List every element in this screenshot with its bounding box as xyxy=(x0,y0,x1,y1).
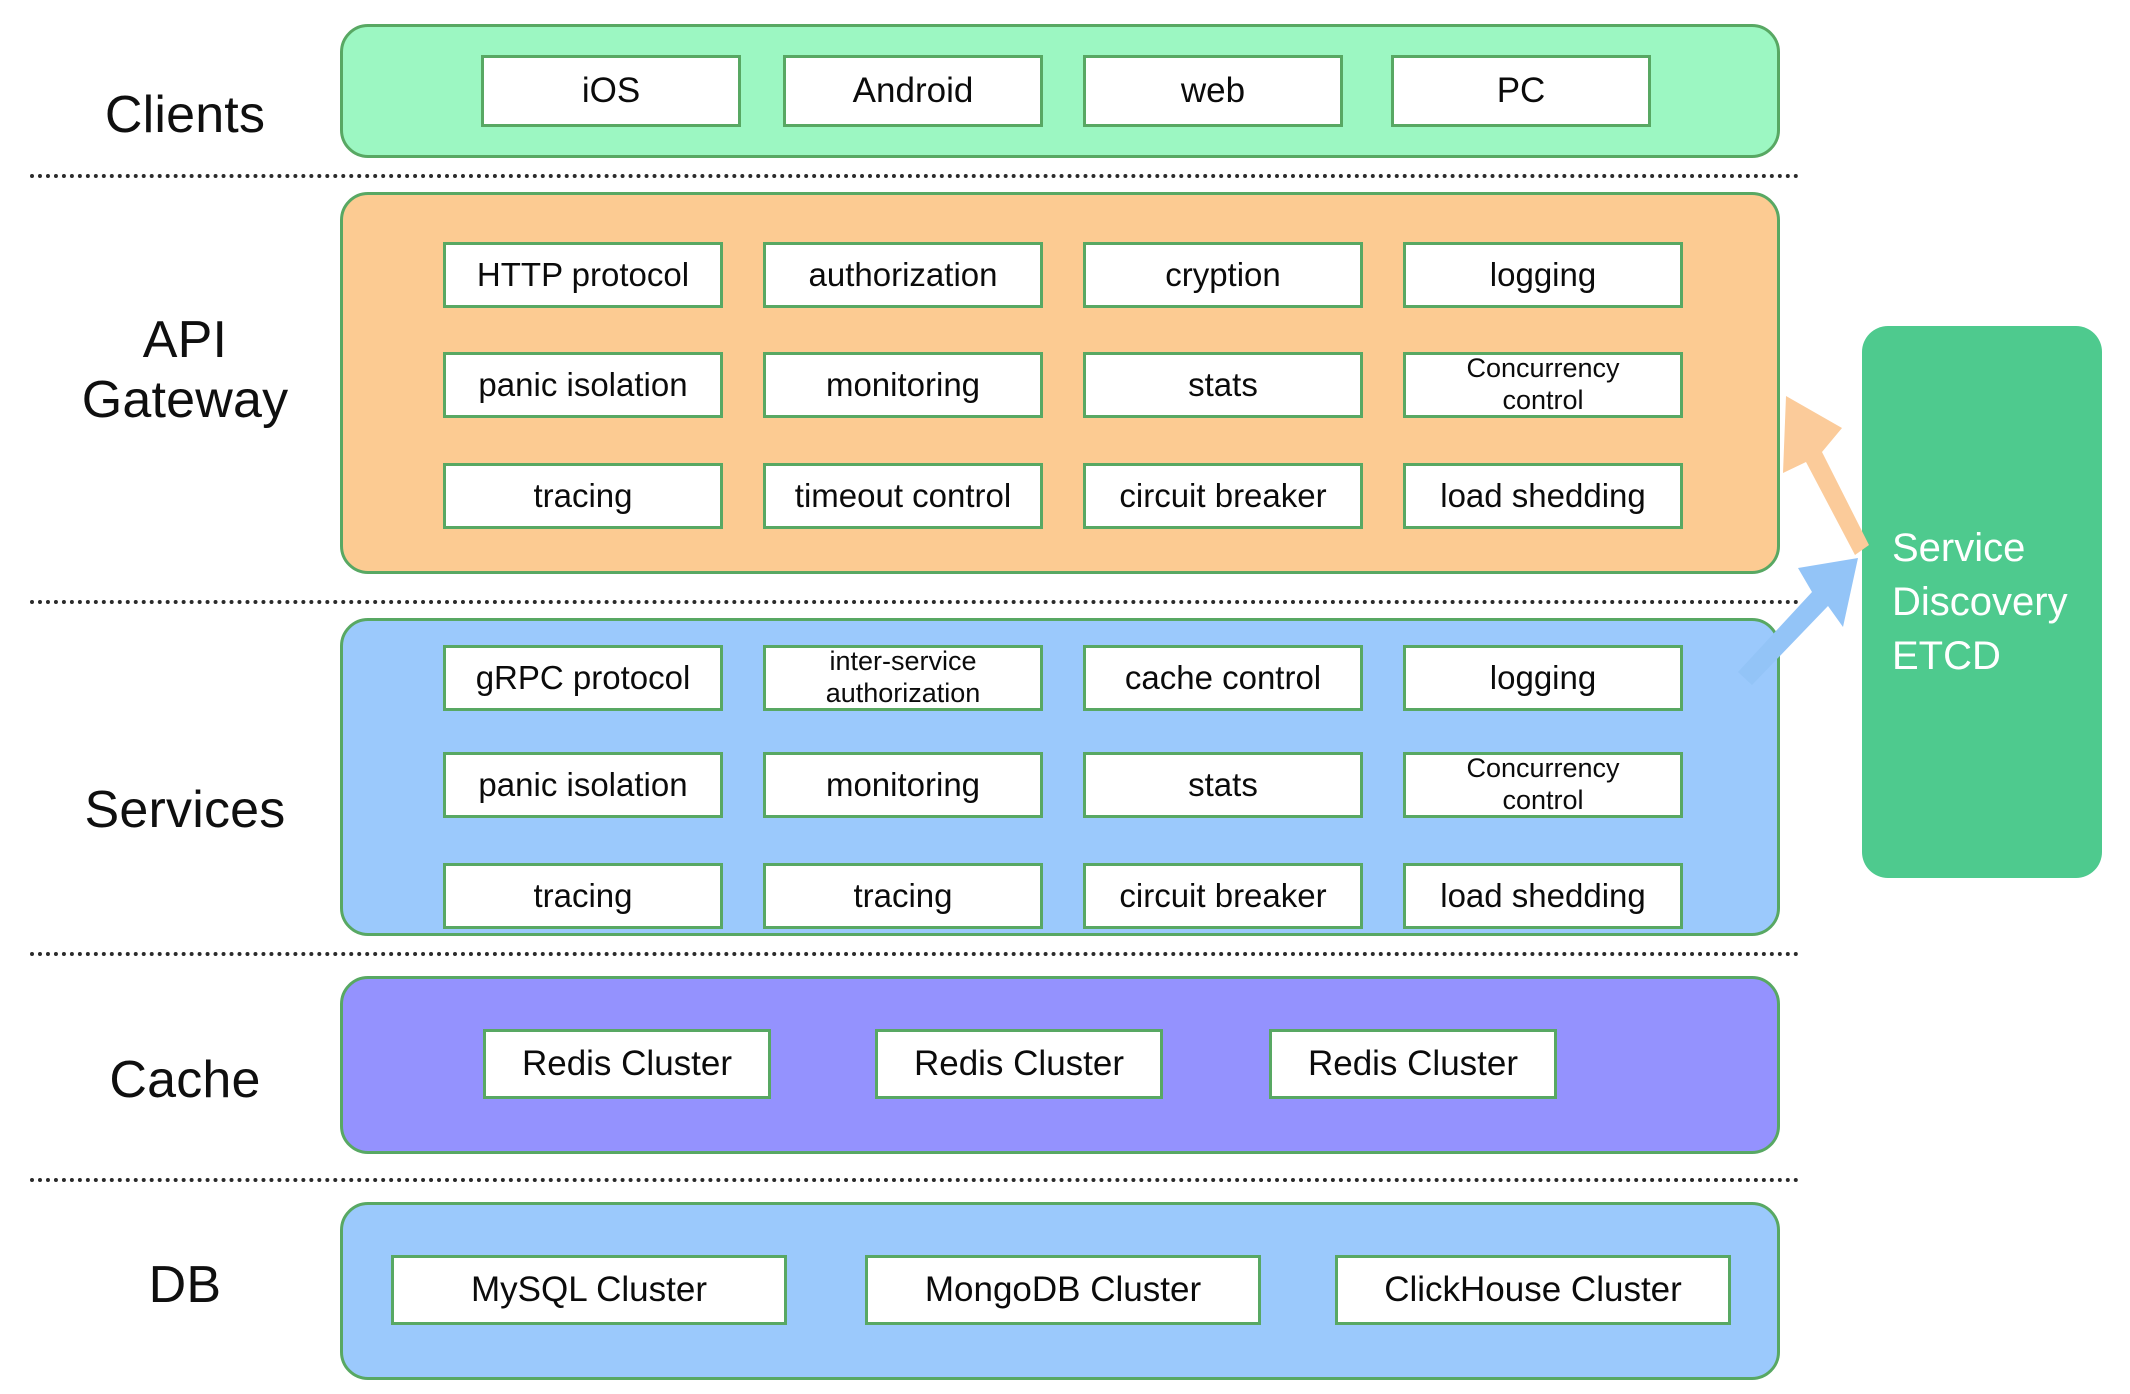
divider-gateway-services xyxy=(30,600,1800,604)
service-discovery-label: Service Discovery ETCD xyxy=(1892,526,2068,678)
db-box-mysql-cluster[interactable]: MySQL Cluster xyxy=(391,1255,787,1325)
divider-services-cache xyxy=(30,952,1800,956)
services-box-stats[interactable]: stats xyxy=(1083,752,1363,818)
gateway-box-load-shedding[interactable]: load shedding xyxy=(1403,463,1683,529)
gateway-box-concurrency-control[interactable]: Concurrency control xyxy=(1403,352,1683,418)
arrow-gateway-to-etcd-icon xyxy=(1783,396,1869,555)
db-box-clickhouse-cluster[interactable]: ClickHouse Cluster xyxy=(1335,1255,1731,1325)
services-box-circuit-breaker[interactable]: circuit breaker xyxy=(1083,863,1363,929)
client-box-android[interactable]: Android xyxy=(783,55,1043,127)
divider-clients-gateway xyxy=(30,174,1800,178)
tier-label-services: Services xyxy=(84,781,286,839)
services-box-inter-service-authorization[interactable]: inter-service authorization xyxy=(763,645,1043,711)
panel-services: gRPC protocol inter-service authorizatio… xyxy=(340,618,1780,936)
tier-label-api-gateway: API Gateway xyxy=(81,311,289,430)
gateway-box-cryption[interactable]: cryption xyxy=(1083,242,1363,308)
services-box-concurrency-control[interactable]: Concurrency control xyxy=(1403,752,1683,818)
cache-box-redis-cluster-1[interactable]: Redis Cluster xyxy=(483,1029,771,1099)
panel-cache: Redis Cluster Redis Cluster Redis Cluste… xyxy=(340,976,1780,1154)
tier-label-clients: Clients xyxy=(104,86,266,144)
gateway-box-http-protocol[interactable]: HTTP protocol xyxy=(443,242,723,308)
gateway-box-monitoring[interactable]: monitoring xyxy=(763,352,1043,418)
services-box-cache-control[interactable]: cache control xyxy=(1083,645,1363,711)
service-discovery-etcd-card[interactable]: Service Discovery ETCD xyxy=(1862,326,2102,878)
gateway-box-timeout-control[interactable]: timeout control xyxy=(763,463,1043,529)
gateway-box-panic-isolation[interactable]: panic isolation xyxy=(443,352,723,418)
services-box-load-shedding[interactable]: load shedding xyxy=(1403,863,1683,929)
gateway-box-stats[interactable]: stats xyxy=(1083,352,1363,418)
client-box-ios[interactable]: iOS xyxy=(481,55,741,127)
panel-api-gateway: HTTP protocol authorization cryption log… xyxy=(340,192,1780,574)
gateway-box-circuit-breaker[interactable]: circuit breaker xyxy=(1083,463,1363,529)
services-box-tracing-1[interactable]: tracing xyxy=(443,863,723,929)
gateway-box-logging[interactable]: logging xyxy=(1403,242,1683,308)
panel-clients: iOS Android web PC xyxy=(340,24,1780,158)
divider-cache-db xyxy=(30,1178,1800,1182)
services-box-logging[interactable]: logging xyxy=(1403,645,1683,711)
panel-db: MySQL Cluster MongoDB Cluster ClickHouse… xyxy=(340,1202,1780,1380)
client-box-web[interactable]: web xyxy=(1083,55,1343,127)
services-box-monitoring[interactable]: monitoring xyxy=(763,752,1043,818)
tier-label-cache: Cache xyxy=(109,1051,261,1109)
client-box-pc[interactable]: PC xyxy=(1391,55,1651,127)
cache-box-redis-cluster-3[interactable]: Redis Cluster xyxy=(1269,1029,1557,1099)
services-box-tracing-2[interactable]: tracing xyxy=(763,863,1043,929)
services-box-panic-isolation[interactable]: panic isolation xyxy=(443,752,723,818)
cache-box-redis-cluster-2[interactable]: Redis Cluster xyxy=(875,1029,1163,1099)
services-box-grpc-protocol[interactable]: gRPC protocol xyxy=(443,645,723,711)
tier-label-db: DB xyxy=(148,1256,222,1314)
db-box-mongodb-cluster[interactable]: MongoDB Cluster xyxy=(865,1255,1261,1325)
gateway-box-authorization[interactable]: authorization xyxy=(763,242,1043,308)
gateway-box-tracing[interactable]: tracing xyxy=(443,463,723,529)
